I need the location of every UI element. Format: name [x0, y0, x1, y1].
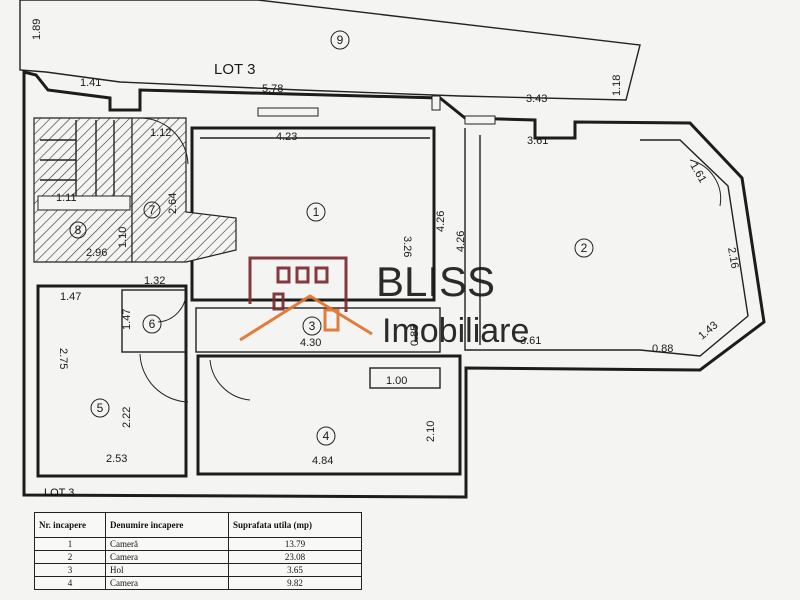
table-row: 2 Camera 23.08 [34, 550, 362, 564]
table-row: 3 Hol 3.65 [34, 563, 362, 577]
svg-text:2.10: 2.10 [425, 421, 437, 442]
house-icon [239, 256, 373, 342]
svg-text:2.75: 2.75 [57, 348, 69, 369]
svg-text:1.32: 1.32 [144, 275, 165, 287]
room-number-4: 4 [316, 426, 336, 446]
svg-text:0.88: 0.88 [652, 343, 673, 355]
svg-text:3.61: 3.61 [520, 335, 541, 347]
room-number-7: 7 [143, 201, 161, 219]
svg-text:1.47: 1.47 [121, 309, 133, 330]
room-number-3: 3 [302, 316, 322, 336]
svg-text:2.16: 2.16 [725, 246, 741, 269]
room-number-2: 2 [574, 238, 594, 258]
svg-text:1.11: 1.11 [56, 192, 77, 204]
svg-text:8: 8 [75, 223, 82, 237]
windows [257, 95, 496, 125]
svg-text:1.10: 1.10 [117, 227, 129, 248]
svg-text:1.89: 1.89 [31, 19, 43, 40]
svg-text:0.85: 0.85 [409, 325, 421, 346]
svg-text:3.61: 3.61 [527, 135, 548, 147]
lot-label-top: LOT 3 [214, 61, 255, 78]
door-arc-5 [139, 353, 189, 403]
room-number-8: 8 [69, 221, 87, 239]
room-5-outline [36, 284, 188, 478]
lot-label-bottom: LOT 3 [44, 487, 75, 499]
table-row: 1 Cameră 13.79 [34, 537, 362, 551]
svg-text:1.12: 1.12 [150, 127, 171, 139]
svg-text:4.23: 4.23 [276, 131, 297, 143]
svg-text:1.00: 1.00 [386, 375, 407, 387]
svg-text:5.78: 5.78 [262, 83, 283, 95]
room-9-outline [19, 0, 641, 101]
svg-text:2.96: 2.96 [86, 247, 107, 259]
door-arc-2 [689, 159, 722, 207]
svg-text:1.41: 1.41 [80, 77, 101, 89]
svg-text:2.53: 2.53 [106, 453, 127, 465]
svg-text:2.22: 2.22 [121, 407, 133, 428]
header-room-name: Denumire incapere [105, 512, 229, 538]
header-room-area: Suprafata utila (mp) [228, 512, 362, 538]
room-number-9: 9 [330, 30, 350, 50]
svg-text:4.84: 4.84 [312, 455, 333, 467]
svg-text:3: 3 [309, 319, 316, 333]
room-4-outline [196, 354, 462, 476]
door-arc-4 [209, 359, 251, 401]
svg-text:5: 5 [97, 401, 104, 415]
room-number-1: 1 [306, 202, 326, 222]
svg-text:1.47: 1.47 [60, 291, 81, 303]
table-header-row: Nr. incapere Denumire incapere Suprafata… [34, 512, 362, 538]
room-number-6: 6 [142, 314, 162, 334]
svg-text:6: 6 [149, 317, 156, 331]
svg-text:2.64: 2.64 [167, 193, 179, 214]
outer-wall [22, 70, 766, 499]
header-room-number: Nr. incapere [34, 512, 106, 538]
svg-text:4.26: 4.26 [435, 211, 447, 232]
svg-text:4: 4 [323, 429, 330, 443]
svg-text:1: 1 [313, 205, 320, 219]
door-arc-6 [157, 291, 187, 323]
svg-text:1.18: 1.18 [611, 75, 623, 96]
room-6-outline [121, 289, 187, 353]
svg-text:7: 7 [149, 203, 156, 217]
brand-subtitle: Imobiliare [382, 312, 529, 350]
room-7-stair [131, 117, 237, 263]
table-row: 4 Camera 9.82 [34, 576, 362, 590]
bliss-logo: BLISS Imobiliare [239, 256, 529, 350]
svg-text:2: 2 [581, 241, 588, 255]
svg-text:9: 9 [337, 33, 344, 47]
brand-name: BLISS [376, 258, 495, 305]
door-arc-7 [139, 117, 189, 165]
svg-text:4.30: 4.30 [300, 337, 321, 349]
svg-text:4.26: 4.26 [455, 231, 467, 252]
svg-text:3.43: 3.43 [526, 93, 547, 105]
room-3-outline [195, 307, 441, 353]
room-2-outline [464, 128, 749, 357]
svg-text:1.43: 1.43 [696, 319, 720, 342]
stair-steps [37, 120, 131, 211]
svg-text:3.26: 3.26 [401, 236, 413, 257]
room-number-5: 5 [90, 398, 110, 418]
room-area-table: Nr. incapere Denumire incapere Suprafata… [34, 512, 362, 590]
dimension-labels: 1.89 1.41 5.78 3.43 1.18 1.12 4.23 3.61 … [31, 19, 741, 467]
